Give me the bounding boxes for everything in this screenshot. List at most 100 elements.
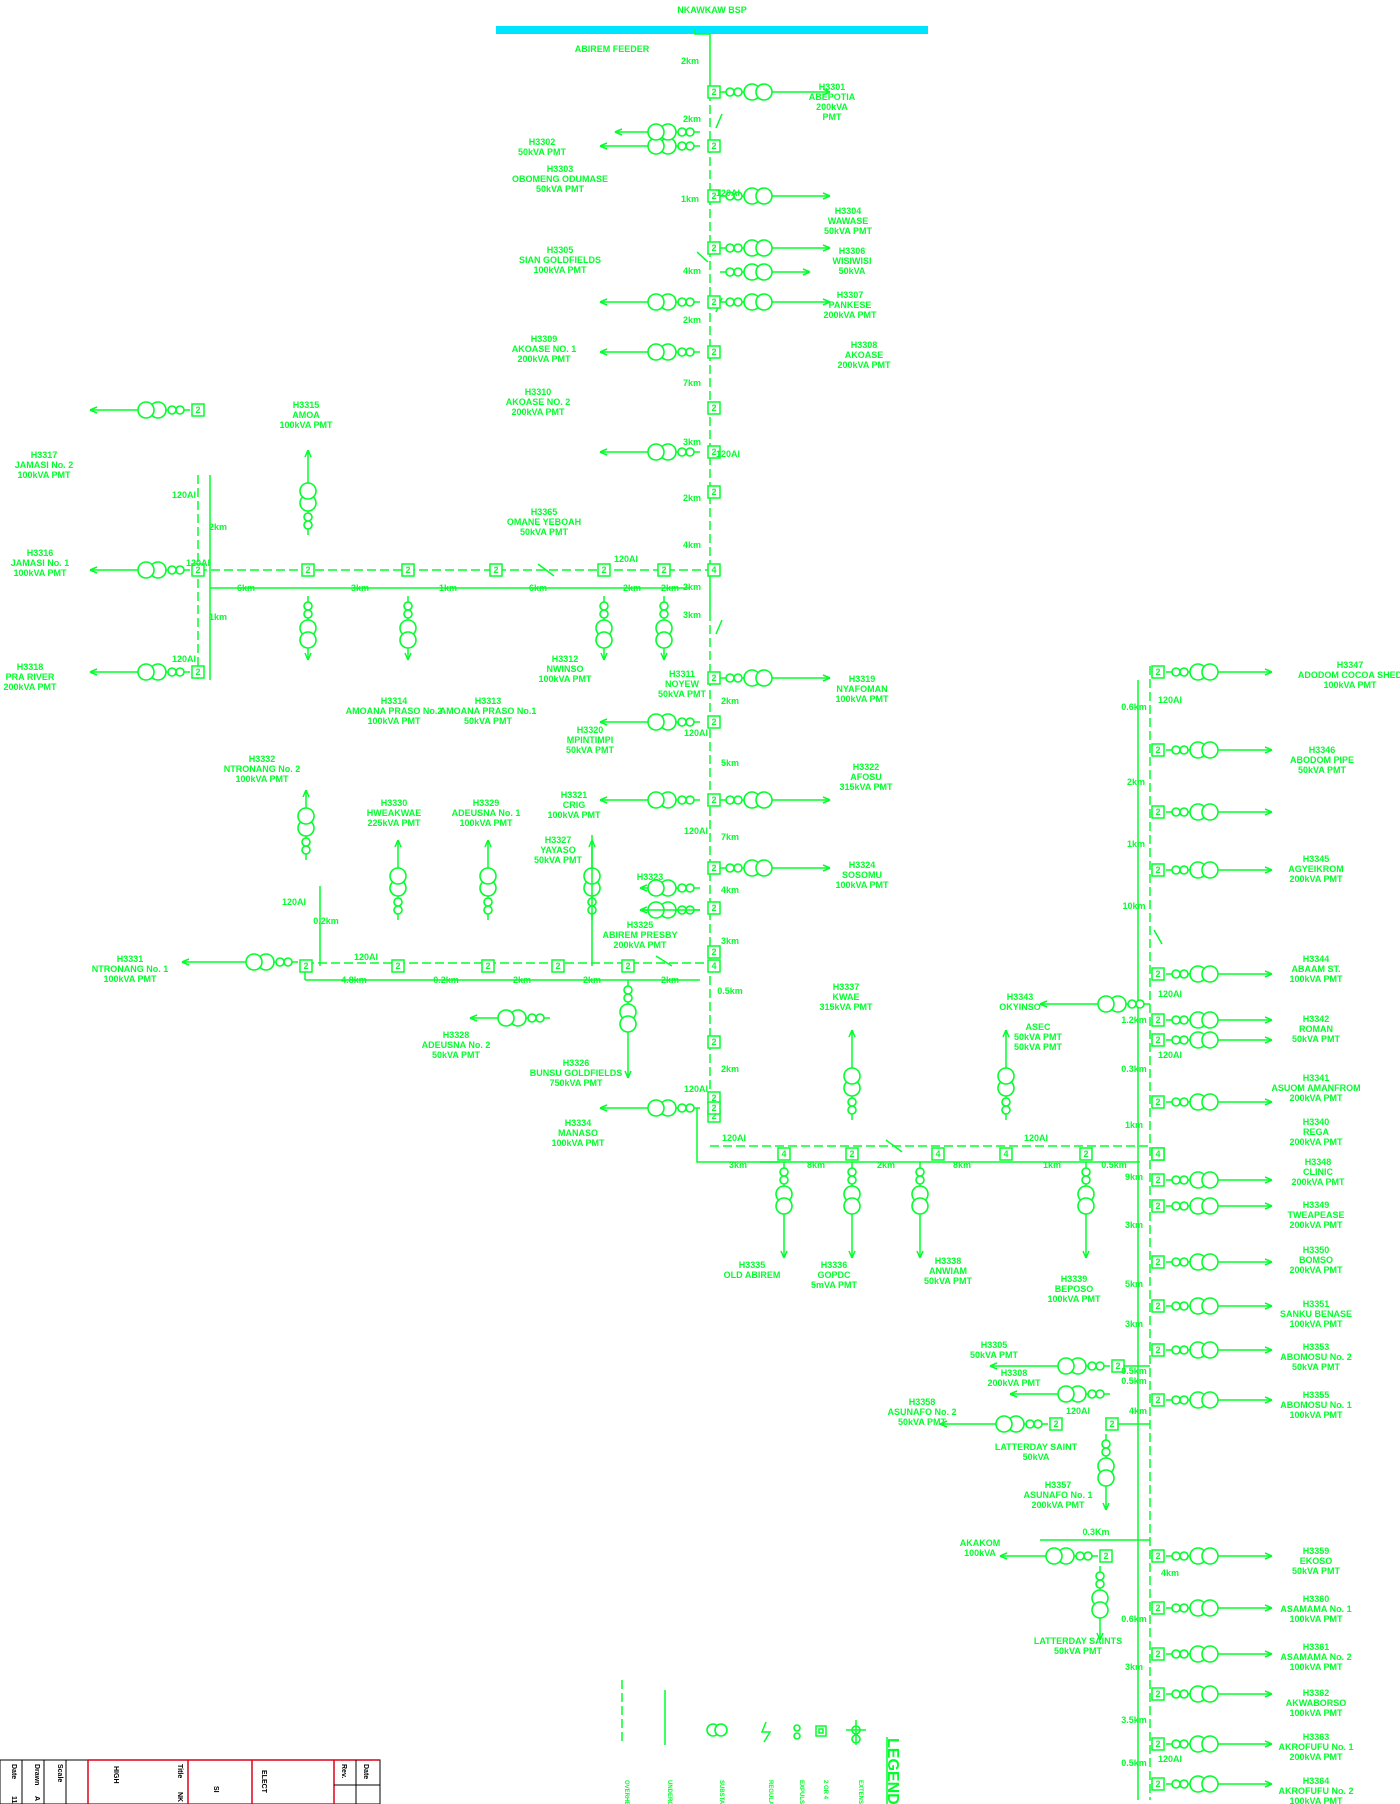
distance-label: 6km (529, 583, 547, 593)
distance-label: 0.2km (313, 916, 339, 926)
svg-text:2: 2 (1155, 1603, 1160, 1613)
svg-text:2: 2 (1155, 1097, 1160, 1107)
switch-group (537, 113, 1163, 1153)
distance-label: 0.6km (1121, 702, 1147, 712)
transformer-tap (1166, 1341, 1273, 1359)
switch-box: 2 (1151, 1199, 1165, 1213)
switch-box: 2 (707, 861, 721, 875)
switch-box: 2 (707, 295, 721, 309)
distance-label: 2km (513, 975, 531, 985)
distance-label: 3km (1125, 1319, 1143, 1329)
switch-box: 2 (1105, 1417, 1119, 1431)
svg-text:2: 2 (711, 87, 716, 97)
svg-text:2: 2 (711, 243, 716, 253)
distance-label: 5km (721, 758, 739, 768)
feeder-label: ABIREM FEEDER (575, 44, 650, 54)
svg-text:2: 2 (601, 565, 606, 575)
transformer-tap (720, 187, 831, 205)
switch-box: 2 (707, 241, 721, 255)
switch-box: 2 (1151, 1737, 1165, 1751)
switch-box: 2 (707, 945, 721, 959)
transformer-tap (997, 1029, 1015, 1120)
svg-text:2: 2 (303, 961, 308, 971)
station-label: H3323 (637, 872, 664, 882)
transformer-tap (720, 859, 831, 877)
distance-label: 5km (1125, 1279, 1143, 1289)
distance-label: 4km (683, 540, 701, 550)
legend-item-label: REGULA (767, 1780, 773, 1804)
tb-high-text: HIGH (112, 1766, 119, 1784)
transformer-tap (1097, 1434, 1115, 1511)
legend-fuse-icon (793, 1724, 801, 1740)
distance-label: 2km (661, 583, 679, 593)
distance-label: 2km (681, 56, 699, 66)
distance-label: 6km (237, 583, 255, 593)
distance-label: 8km (953, 1160, 971, 1170)
switch-box: 2 (1151, 1095, 1165, 1109)
switch-box: 2 (707, 1101, 721, 1115)
switch-box: 2 (1151, 1299, 1165, 1313)
distance-label: 4km (1129, 1406, 1147, 1416)
transformer-tap (599, 791, 700, 809)
distance-label: 3km (683, 610, 701, 620)
switch-box: 2 (1151, 743, 1165, 757)
svg-text:2: 2 (405, 565, 410, 575)
distance-label: 4.8km (341, 975, 367, 985)
tb-title-value: NK (176, 1792, 183, 1802)
switch-box: 2 (707, 485, 721, 499)
transformer-tap (479, 839, 497, 920)
svg-text:4: 4 (1003, 1149, 1008, 1159)
transformer-tap (599, 1099, 700, 1117)
switch-box: 2 (299, 959, 313, 973)
transformer-tap (1009, 1385, 1110, 1403)
svg-text:2: 2 (195, 565, 200, 575)
transformer-tap (999, 1547, 1098, 1565)
switch-box: 2 (489, 563, 503, 577)
distance-label: 1km (439, 583, 457, 593)
distance-label: 120Al (354, 952, 378, 962)
switch-box: 2 (845, 1147, 859, 1161)
tb-rev-label: Rev. (340, 1764, 347, 1778)
switch-box: 2 (621, 959, 635, 973)
tb-scale-label: Scale (56, 1764, 63, 1782)
transformer-tap (1077, 1162, 1095, 1259)
distance-label: 1km (1125, 1120, 1143, 1130)
distance-label: 1.2km (1121, 1015, 1147, 1025)
distance-label: 7km (721, 832, 739, 842)
switch-box: 2 (707, 345, 721, 359)
svg-text:2: 2 (485, 961, 490, 971)
transformer-tap (911, 1162, 929, 1259)
svg-text:2: 2 (1155, 1779, 1160, 1789)
switch-7 (885, 1139, 903, 1153)
transformer-tap (1166, 1599, 1273, 1617)
distance-label: 0.5km (1121, 1758, 1147, 1768)
transformer-tap (1166, 1685, 1273, 1703)
distance-label: 120Al (1024, 1133, 1048, 1143)
distance-label: 1km (681, 194, 699, 204)
legend-switch-box-icon (815, 1725, 827, 1737)
transformer-tap (89, 401, 190, 419)
switch-box: 2 (1151, 1013, 1165, 1027)
svg-text:2: 2 (711, 863, 716, 873)
svg-text:2: 2 (1155, 1345, 1160, 1355)
transformer-tap (1091, 1566, 1109, 1641)
switch-box: 2 (1151, 1777, 1165, 1791)
svg-text:2: 2 (1155, 1201, 1160, 1211)
